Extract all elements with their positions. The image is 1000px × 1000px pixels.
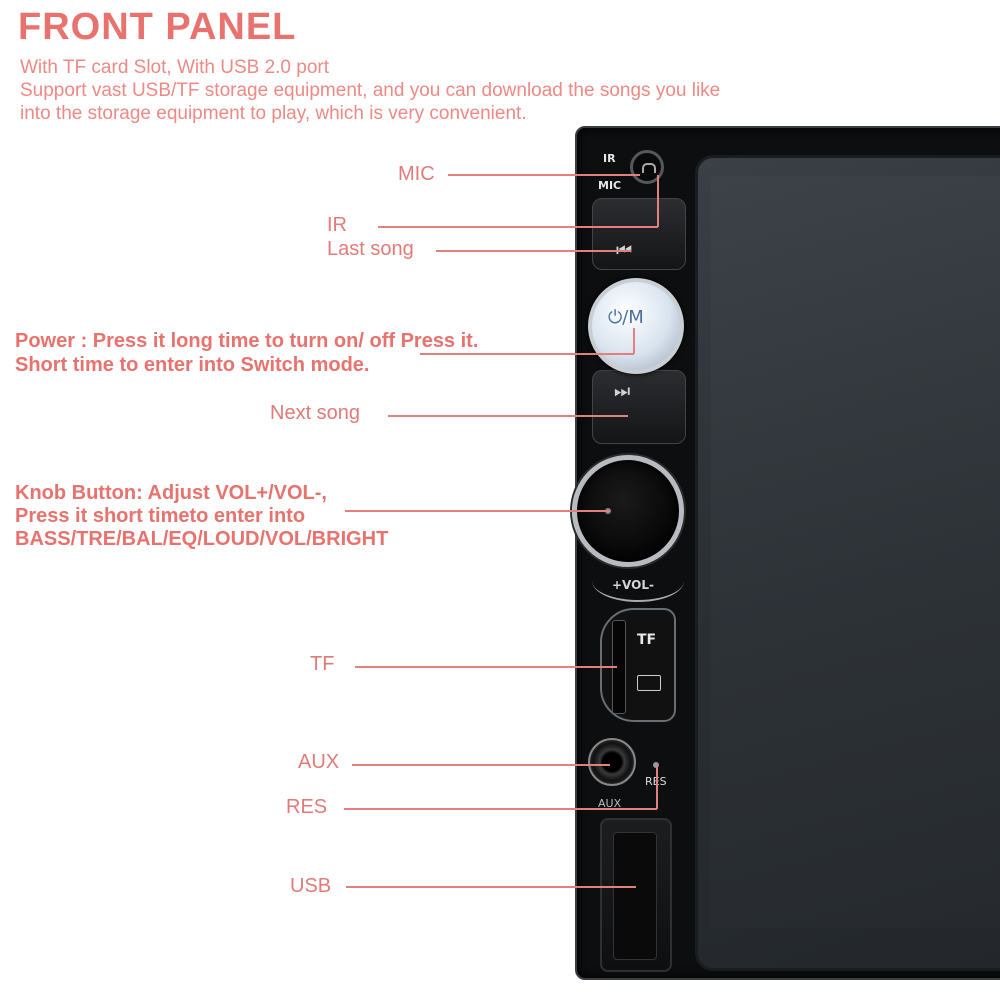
sd-card-icon [637, 675, 661, 691]
tf-panel-text: TF [637, 632, 657, 648]
touch-screen[interactable] [711, 176, 1000, 928]
mic-leader-line [448, 174, 640, 176]
next-button[interactable] [592, 370, 686, 444]
previous-button[interactable] [592, 198, 686, 270]
vol-arc [592, 560, 684, 602]
power-label-2: Short time to enter into Switch mode. [15, 354, 370, 376]
page-title: FRONT PANEL [18, 6, 297, 48]
knob-label-3: BASS/TRE/BAL/EQ/LOUD/VOL/BRIGHT [15, 528, 389, 550]
knob-leader-line [345, 510, 610, 512]
aux-jack[interactable] [588, 738, 636, 786]
reset-button[interactable] [653, 762, 659, 768]
next-song-leader-line [388, 415, 628, 417]
ir-leader-line [378, 226, 658, 228]
mic-icon [630, 150, 664, 184]
ir-leader-vertical [657, 175, 659, 227]
usb-label: USB [290, 875, 332, 897]
last-song-leader-line [436, 250, 631, 252]
description: With TF card Slot, With USB 2.0 port Sup… [20, 56, 720, 125]
res-panel-text: RES [645, 775, 667, 788]
aux-label: AUX [298, 751, 340, 773]
tf-label: TF [310, 653, 335, 675]
power-leader-line [420, 353, 634, 355]
next-icon: ⏭ [614, 381, 630, 402]
last-song-label: Last song [327, 238, 414, 260]
res-label: RES [286, 796, 328, 818]
mic-label: MIC [398, 163, 435, 185]
aux-panel-text: AUX [598, 797, 622, 810]
vol-panel-text: +VOL- [612, 578, 654, 592]
description-line-1: With TF card Slot, With USB 2.0 port [20, 57, 330, 78]
ir-panel-text: IR [603, 152, 616, 165]
power-button[interactable] [588, 278, 684, 374]
power-icon: ⏻/M [608, 307, 644, 328]
res-leader-line [344, 808, 657, 810]
power-label-1: Power : Press it long time to turn on/ o… [15, 330, 479, 352]
usb-leader-line [346, 886, 636, 888]
knob-label-1: Knob Button: Adjust VOL+/VOL-, [15, 482, 327, 504]
description-line-3: into the storage equipment to play, whic… [20, 103, 527, 124]
usb-port-opening [613, 832, 657, 960]
res-leader-vertical [656, 766, 658, 809]
power-leader-vertical [633, 328, 635, 354]
mic-panel-text: MIC [598, 179, 622, 192]
aux-leader-line [352, 764, 610, 766]
description-line-2: Support vast USB/TF storage equipment, a… [20, 80, 721, 101]
knob-label-2: Press it short timeto enter into [15, 505, 306, 527]
tf-leader-line [355, 666, 617, 668]
ir-label: IR [327, 214, 347, 236]
next-song-label: Next song [270, 402, 361, 424]
